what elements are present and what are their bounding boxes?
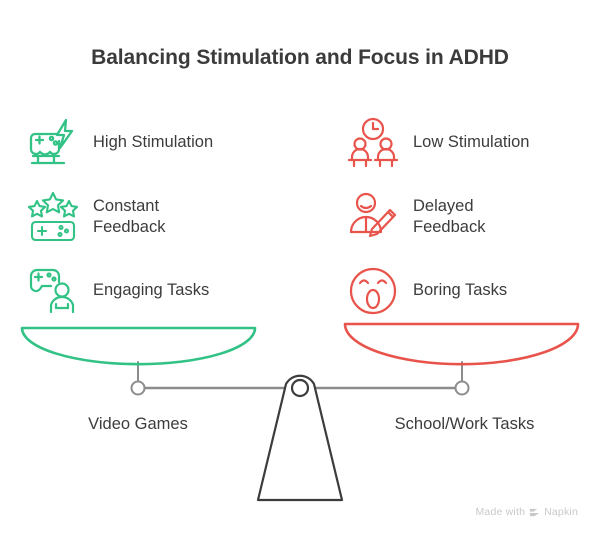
feature-item-boring-tasks[interactable]: Boring Tasks: [342, 254, 600, 328]
yawning-face-icon: [342, 262, 404, 320]
stars-gamepad-icon: [22, 188, 84, 246]
right-feature-column: Low Stimulation Delayed Feedback: [342, 106, 600, 328]
feature-label: High Stimulation: [93, 133, 214, 152]
gamepad-person-icon: [22, 262, 84, 320]
feature-label: Delayed Feedback: [413, 196, 486, 236]
person-pencil-icon: [342, 188, 404, 246]
fulcrum: [256, 374, 344, 502]
page-title: Balancing Stimulation and Focus in ADHD: [91, 46, 509, 69]
balance-scale: [0, 312, 600, 502]
napkin-logo-icon: [529, 507, 540, 518]
feature-item-engaging-tasks[interactable]: Engaging Tasks: [22, 254, 292, 328]
right-pan-label: School/Work Tasks: [394, 415, 535, 433]
feature-label: Boring Tasks: [413, 281, 508, 300]
console-lightning-icon: [22, 114, 84, 172]
feature-item-delayed-feedback[interactable]: Delayed Feedback: [342, 180, 600, 254]
watermark-prefix: Made with: [475, 506, 526, 518]
right-pan: [343, 322, 580, 366]
left-pan-label: Video Games: [88, 415, 188, 433]
right-pivot-joint: [454, 380, 470, 396]
feature-item-high-stimulation[interactable]: High Stimulation: [22, 106, 292, 180]
watermark-brand: Napkin: [544, 506, 578, 518]
left-pivot-joint: [130, 380, 146, 396]
fulcrum-pivot: [290, 378, 310, 398]
napkin-watermark[interactable]: Made with Napkin: [475, 506, 578, 518]
feature-label: Constant Feedback: [93, 196, 166, 236]
left-feature-column: High Stimulation Constant Feedback: [22, 106, 292, 328]
feature-label: Engaging Tasks: [93, 281, 210, 300]
feature-item-constant-feedback[interactable]: Constant Feedback: [22, 180, 292, 254]
feature-item-low-stimulation[interactable]: Low Stimulation: [342, 106, 600, 180]
feature-label: Low Stimulation: [413, 133, 530, 152]
left-pan: [20, 326, 257, 366]
clock-people-desks-icon: [342, 114, 404, 172]
